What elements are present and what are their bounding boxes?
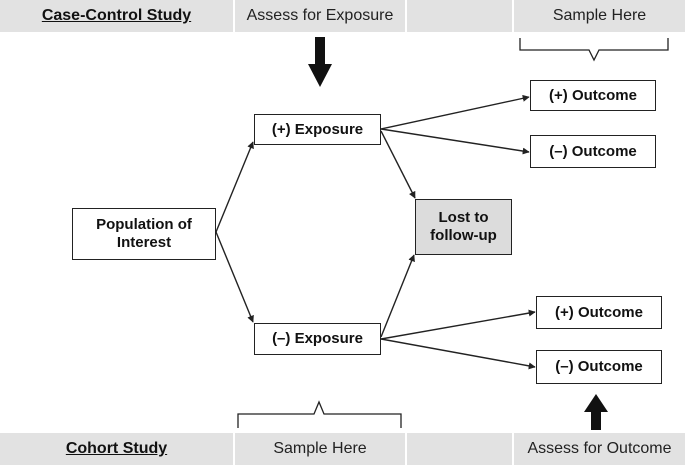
outcome-negative-bottom-box: (–) Outcome xyxy=(536,350,662,384)
arrow-exposure-pos-to-lost xyxy=(380,130,416,199)
bottom-sample-bracket xyxy=(237,400,402,428)
case-control-header-band: Case-Control Study Assess for Exposure S… xyxy=(0,0,685,32)
cohort-footer-band: Cohort Study Sample Here Assess for Outc… xyxy=(0,433,685,465)
case-control-sample-here-label: Sample Here xyxy=(514,0,685,32)
outcome-positive-bottom-box: (+) Outcome xyxy=(536,296,662,329)
arrow-exposure-pos-to-outcome-pos xyxy=(380,94,530,130)
outcome-positive-top-box: (+) Outcome xyxy=(530,80,656,111)
big-up-arrow-icon xyxy=(584,394,608,430)
exposure-positive-box: (+) Exposure xyxy=(254,114,381,145)
outcome-negative-top-box: (–) Outcome xyxy=(530,135,656,168)
case-control-study-title: Case-Control Study xyxy=(0,0,233,32)
population-of-interest-box: Population of Interest xyxy=(72,208,216,260)
lost-to-follow-up-box: Lost to follow-up xyxy=(415,199,512,255)
bottom-band-empty-cell xyxy=(407,433,512,465)
exposure-negative-box: (–) Exposure xyxy=(254,323,381,355)
top-band-empty-cell xyxy=(407,0,512,32)
cohort-study-title: Cohort Study xyxy=(0,433,233,465)
arrow-exposure-neg-to-lost xyxy=(380,254,415,338)
assess-for-exposure-label: Assess for Exposure xyxy=(235,0,405,32)
top-sample-bracket xyxy=(519,38,669,62)
big-down-arrow-icon xyxy=(308,37,332,87)
arrow-exposure-neg-to-outcome-neg xyxy=(380,338,536,370)
arrow-population-to-exposure-pos xyxy=(215,141,254,233)
cohort-sample-here-label: Sample Here xyxy=(235,433,405,465)
assess-for-outcome-label: Assess for Outcome xyxy=(514,433,685,465)
arrow-population-to-exposure-neg xyxy=(215,231,254,323)
arrow-exposure-pos-to-outcome-neg xyxy=(380,128,530,155)
arrow-exposure-neg-to-outcome-pos xyxy=(380,309,536,340)
